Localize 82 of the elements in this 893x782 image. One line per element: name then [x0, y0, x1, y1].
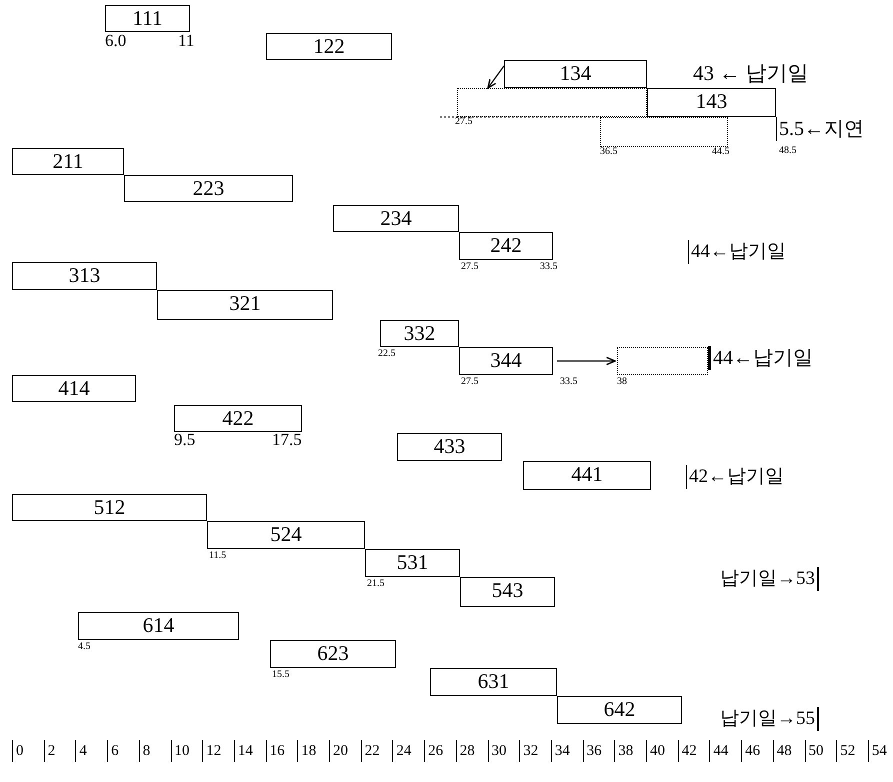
task-bar: 524 [207, 521, 365, 549]
time-label: 17.5 [272, 431, 302, 448]
time-label: 33.5 [540, 262, 558, 272]
task-bar: 631 [430, 668, 557, 696]
rescheduled-task-bar [457, 88, 647, 117]
task-bar: 313 [12, 262, 157, 290]
time-label: 27.5 [461, 377, 478, 387]
task-bar: 414 [12, 375, 136, 402]
axis-tick-label: 24 [392, 740, 412, 762]
axis-tick-label: 12 [202, 740, 222, 762]
axis-tick-label: 48 [772, 740, 792, 762]
axis-tick-label: 8 [138, 740, 150, 762]
deadline-note: 납기일→55 [720, 707, 819, 731]
task-bar: 223 [124, 175, 293, 202]
task-bar: 614 [78, 612, 239, 640]
axis-tick-label: 2 [44, 740, 56, 762]
axis-tick-label: 36 [582, 740, 602, 762]
time-label: 27.5 [461, 262, 478, 272]
time-label: 15.5 [272, 670, 290, 680]
task-bar: 332 [380, 320, 459, 347]
axis-tick-label: 22 [360, 740, 380, 762]
time-label: 27.5 [455, 117, 472, 127]
time-label: 6.0 [105, 32, 126, 49]
time-label: 44.5 [712, 147, 730, 157]
deadline-note: 43 ← 납기일 [693, 61, 808, 85]
axis-tick-label: 46 [741, 740, 760, 762]
axis-tick-label: 34 [550, 740, 570, 762]
task-bar: 234 [333, 205, 459, 232]
axis-tick-label: 32 [519, 740, 538, 762]
task-bar: 134 [504, 60, 647, 88]
rescheduled-task-bar [617, 347, 708, 375]
task-bar: 441 [523, 461, 651, 490]
time-label: 48.5 [779, 146, 796, 156]
time-label: 33.5 [560, 377, 578, 387]
time-label: 21.5 [367, 579, 384, 589]
time-label: 9.5 [174, 431, 196, 448]
axis-tick-label: 0 [12, 740, 24, 762]
time-label: 38 [617, 377, 627, 387]
axis-tick-label: 16 [266, 740, 285, 762]
task-bar: 143 [647, 88, 776, 117]
axis-tick-label: 6 [107, 740, 119, 762]
task-bar: 422 [174, 405, 302, 432]
axis-tick-label: 30 [488, 740, 506, 762]
task-bar: 512 [12, 494, 207, 521]
task-bar: 242 [459, 232, 553, 260]
axis-tick-label: 44 [709, 740, 728, 762]
time-label: 4.5 [78, 642, 90, 652]
task-bar: 111 [105, 5, 190, 32]
arrow [487, 66, 504, 89]
time-label: 11.5 [209, 551, 226, 561]
task-bar: 122 [266, 33, 392, 60]
deadline-note: 5.5←지연 [776, 117, 864, 141]
time-label: 22.5 [378, 349, 396, 359]
task-bar: 642 [557, 696, 682, 724]
deadline-note: 42←납기일 [686, 465, 784, 489]
task-bar: 211 [12, 148, 124, 175]
task-bar: 531 [365, 549, 460, 577]
axis-tick-label: 50 [804, 740, 824, 762]
axis-tick-label: 38 [614, 740, 634, 762]
deadline-note: 납기일→53 [720, 567, 819, 591]
axis-tick-label: 20 [329, 740, 348, 762]
arrow [557, 356, 616, 366]
axis-tick-label: 42 [678, 740, 697, 762]
axis-tick-label: 40 [646, 740, 665, 762]
task-bar: 321 [157, 290, 333, 320]
task-bar: 344 [459, 347, 553, 375]
axis-tick-label: 18 [297, 740, 316, 762]
task-bar: 433 [397, 433, 502, 461]
axis-tick-label: 28 [456, 740, 475, 762]
axis-tick-label: 26 [424, 740, 444, 762]
time-label: 11 [178, 32, 194, 49]
axis-tick-label: 10 [170, 740, 190, 762]
axis-tick-label: 52 [836, 740, 856, 762]
axis-tick-label: 54 [868, 740, 887, 762]
time-label: 36.5 [600, 147, 618, 157]
deadline-note: 44←납기일 [708, 346, 813, 370]
axis-tick-label: 4 [75, 740, 87, 762]
deadline-note: 44←납기일 [688, 240, 786, 264]
axis-tick-label: 14 [234, 740, 253, 762]
rescheduled-task-bar [600, 117, 728, 147]
task-bar: 623 [270, 640, 396, 668]
task-bar: 543 [460, 577, 555, 607]
